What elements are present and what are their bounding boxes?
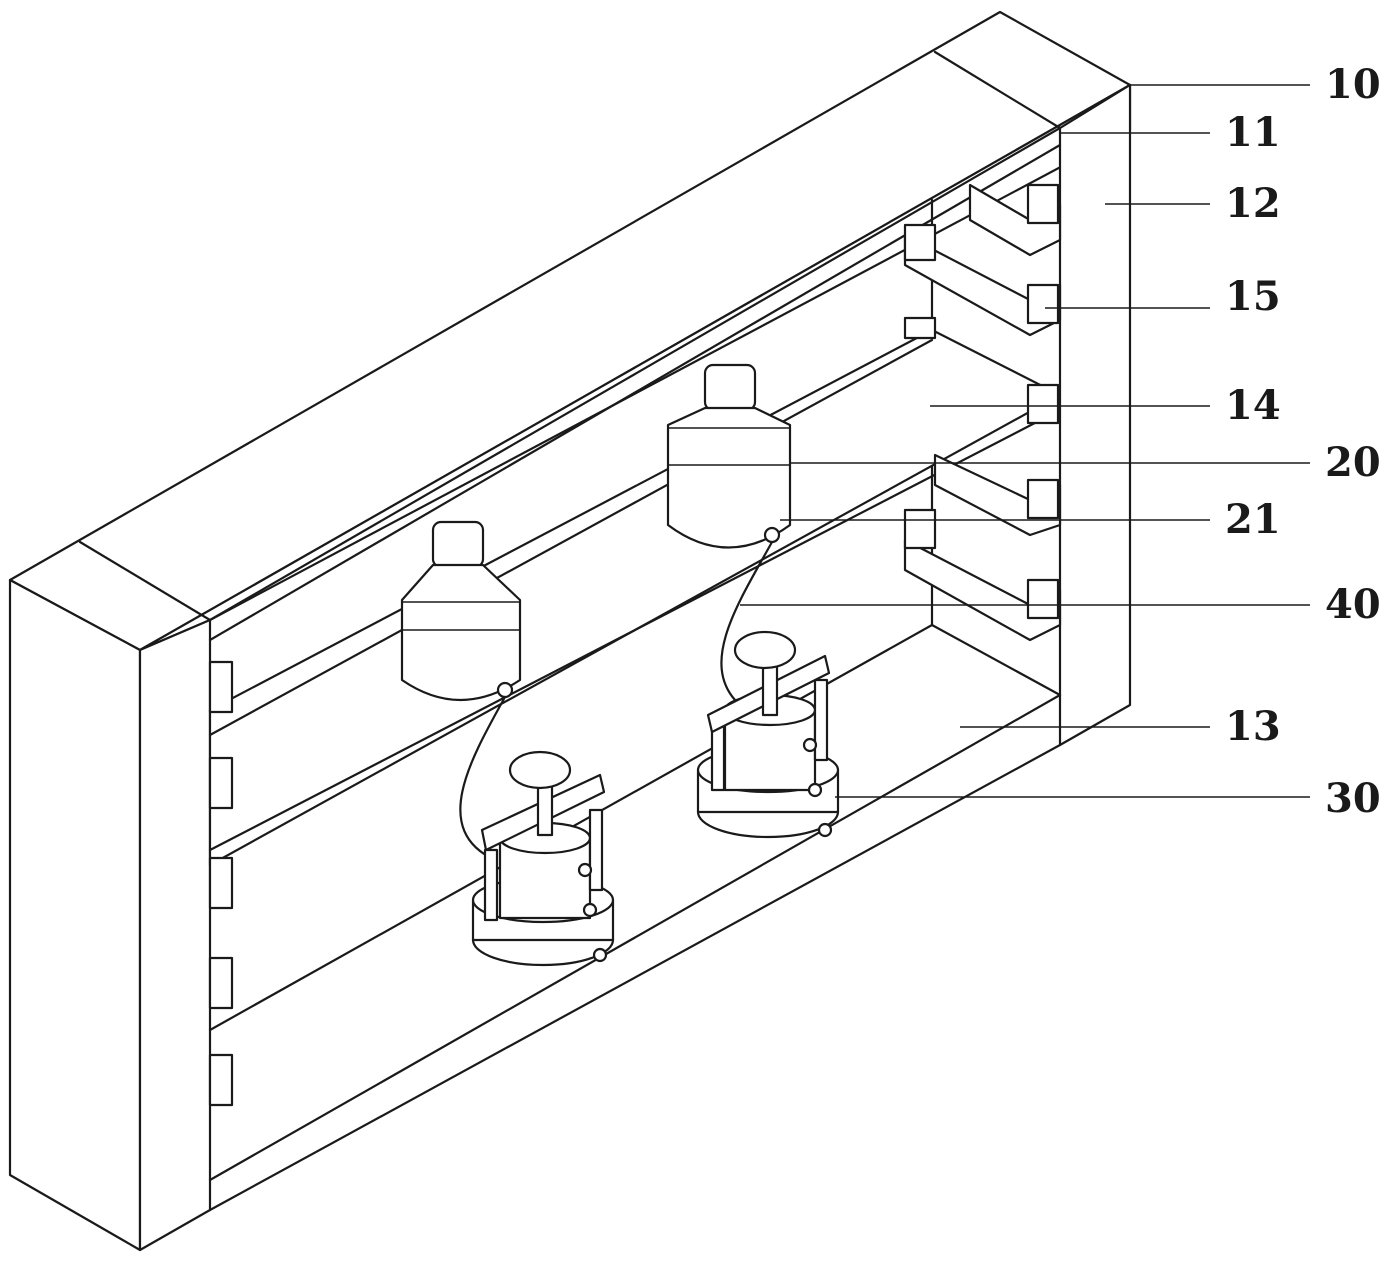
device-left — [473, 752, 613, 965]
label-11: 11 — [1225, 109, 1281, 156]
label-21: 21 — [1225, 496, 1281, 543]
label-14: 14 — [1225, 382, 1281, 429]
label-15: 15 — [1225, 273, 1281, 320]
device-right — [698, 632, 838, 837]
bottle-right — [668, 365, 790, 548]
reference-numerals: 10 11 12 15 14 20 21 40 13 30 — [1225, 61, 1381, 822]
label-10: 10 — [1325, 61, 1381, 108]
label-20: 20 — [1325, 439, 1381, 486]
label-30: 30 — [1325, 775, 1381, 822]
label-40: 40 — [1325, 581, 1381, 628]
bottle-left — [402, 522, 520, 700]
label-12: 12 — [1225, 180, 1281, 227]
label-13: 13 — [1225, 703, 1281, 750]
